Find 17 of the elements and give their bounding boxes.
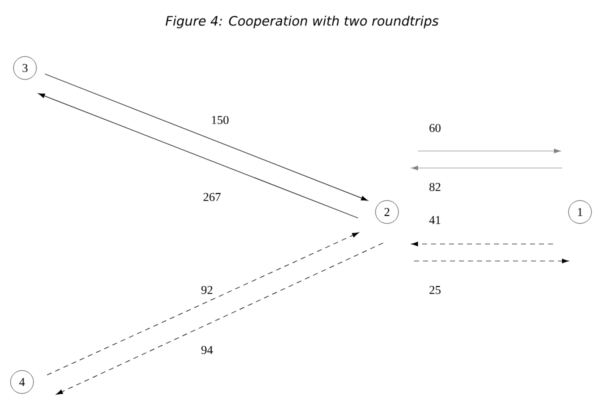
arrow [411, 242, 554, 246]
arrow [414, 258, 569, 264]
arrow [411, 166, 562, 170]
arrow [46, 232, 359, 376]
edge-label: 60 [428, 122, 442, 134]
figure-title: Figure 4: Cooperation with two roundtrips [166, 16, 438, 28]
edge-label: 267 [202, 192, 222, 202]
arrow [418, 148, 561, 154]
arrow [56, 242, 384, 395]
edge-label: 41 [428, 215, 442, 225]
edge-label: 94 [200, 344, 214, 356]
edge-label: 82 [428, 182, 442, 192]
arrow [44, 74, 368, 201]
edge-label: 150 [210, 114, 230, 126]
edge-label: 92 [200, 284, 214, 296]
arrow [38, 93, 358, 218]
edge-label: 25 [428, 284, 442, 296]
